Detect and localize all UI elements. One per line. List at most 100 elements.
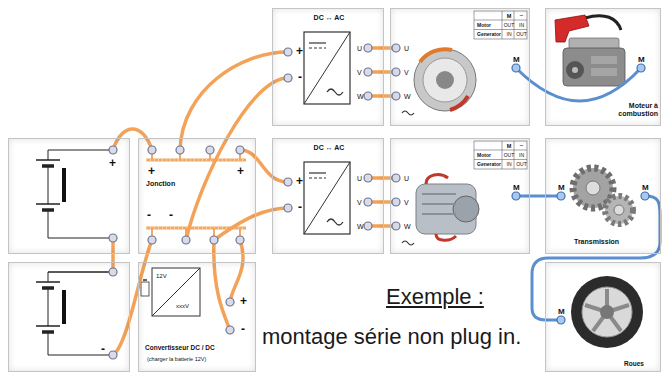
junction-bars bbox=[151, 228, 153, 236]
converter-symbol bbox=[141, 282, 149, 296]
electric-terminal bbox=[206, 146, 214, 154]
shaft-terminal bbox=[637, 64, 645, 72]
shaft-terminal bbox=[557, 192, 565, 200]
table-cell: ~ bbox=[520, 12, 524, 19]
table-cell: Generator bbox=[477, 162, 501, 168]
motor-generator-box: M~MotorOUTINGeneratorINOUTUVWM bbox=[390, 8, 530, 126]
engine-drawing bbox=[585, 16, 621, 30]
shaft-terminal bbox=[557, 316, 565, 324]
battery-drawing bbox=[36, 150, 113, 238]
power-wire bbox=[113, 240, 152, 355]
power-wire bbox=[230, 240, 243, 302]
motor-drawing bbox=[414, 49, 476, 111]
phase-label: V bbox=[357, 69, 362, 77]
node-title: Jonction bbox=[146, 180, 175, 188]
wheel-drawing bbox=[600, 305, 614, 319]
power-wire bbox=[111, 238, 115, 272]
wheels-box: M Roues bbox=[545, 262, 661, 372]
inverter-box: DC ↔ AC+-UVW bbox=[272, 8, 384, 126]
node-subtitle: (charger la batterie 12V) bbox=[147, 356, 206, 362]
inverter-drawing bbox=[304, 32, 350, 104]
electric-terminal bbox=[109, 146, 117, 154]
motor-drawing bbox=[426, 175, 448, 184]
table-cell: Generator bbox=[477, 32, 501, 38]
converter-symbol bbox=[152, 268, 200, 316]
port-label: M bbox=[558, 307, 565, 316]
phase-label: W bbox=[404, 93, 411, 101]
polarity-sign: - bbox=[241, 323, 245, 337]
motor-drawing bbox=[423, 58, 467, 102]
phase-label: U bbox=[404, 175, 409, 183]
electric-terminal bbox=[226, 326, 234, 334]
table-cell: IN bbox=[519, 23, 524, 29]
electric-terminal bbox=[109, 351, 117, 359]
node-title: Transmission bbox=[574, 238, 619, 246]
electric-terminal bbox=[236, 146, 244, 154]
shaft-terminal bbox=[512, 64, 649, 324]
junction-box: +Jonction+-- bbox=[138, 138, 256, 254]
table-cell: OUT bbox=[504, 23, 515, 29]
example-heading: Exemple : bbox=[386, 284, 484, 309]
inverter-drawing bbox=[304, 162, 350, 234]
engine-drawing bbox=[563, 48, 625, 86]
polarity-sign: + bbox=[148, 165, 155, 179]
junction-bars bbox=[146, 154, 246, 236]
electric-terminal bbox=[148, 236, 156, 244]
junction-bars bbox=[239, 228, 241, 236]
gear-drawing bbox=[614, 205, 624, 215]
table-cell: OUT bbox=[516, 162, 527, 168]
motor-drawing bbox=[420, 49, 452, 62]
polarity-sign: + bbox=[109, 157, 116, 171]
phase-label: U bbox=[357, 175, 362, 183]
motor-drawing bbox=[422, 203, 456, 205]
electric-terminal bbox=[364, 222, 372, 230]
battery-drawing bbox=[36, 150, 113, 210]
title-text: DC ↔ AC bbox=[314, 144, 345, 152]
table-cell: IN bbox=[519, 153, 524, 159]
voltage-label: xxxV bbox=[176, 303, 189, 310]
shaft-link bbox=[532, 196, 660, 320]
motor-drawing bbox=[402, 141, 527, 245]
inverter-drawing bbox=[304, 162, 350, 234]
electric-terminal bbox=[392, 68, 400, 76]
electric-terminal bbox=[364, 174, 372, 182]
phase-label: W bbox=[357, 93, 364, 101]
motor-drawing bbox=[402, 11, 527, 115]
converter-symbol bbox=[143, 279, 147, 281]
table-cell: IN bbox=[507, 162, 512, 168]
battery-drawing bbox=[48, 238, 113, 239]
electric-terminal bbox=[392, 92, 400, 100]
port-label: M bbox=[642, 183, 649, 192]
junction-bars bbox=[213, 228, 215, 236]
engine-drawing bbox=[555, 15, 625, 86]
shaft-terminal bbox=[641, 192, 649, 200]
motor-drawing bbox=[450, 96, 468, 110]
battery-drawing bbox=[48, 210, 49, 238]
electric-terminal bbox=[392, 174, 400, 182]
engine-drawing bbox=[591, 68, 617, 76]
electric-terminal bbox=[236, 236, 244, 244]
shaft-terminal bbox=[512, 64, 520, 72]
polarity-sign: + bbox=[237, 165, 244, 179]
electric-terminal bbox=[364, 92, 372, 100]
title-text: DC ↔ AC bbox=[314, 14, 345, 22]
motor-generator-box: M~MotorOUTINGeneratorINOUTUVWM bbox=[390, 138, 530, 254]
polarity-sign: + bbox=[296, 175, 303, 189]
port-label: M bbox=[638, 55, 645, 64]
power-wire bbox=[240, 150, 288, 182]
battery-box: + bbox=[8, 138, 130, 254]
electric-terminal bbox=[392, 198, 400, 206]
junction-bars bbox=[146, 160, 246, 161]
shaft-link bbox=[516, 195, 561, 198]
electric-terminal bbox=[364, 44, 372, 52]
electric-terminal bbox=[182, 236, 190, 244]
table-cell: OUT bbox=[504, 153, 515, 159]
polarity-sign: - bbox=[147, 209, 151, 223]
engine-drawing bbox=[566, 61, 584, 79]
wheel-drawing bbox=[571, 276, 643, 348]
node-title: Roues bbox=[624, 360, 644, 367]
battery-drawing bbox=[36, 272, 113, 332]
wheel-drawing bbox=[582, 287, 632, 337]
port-label: M bbox=[558, 183, 565, 192]
